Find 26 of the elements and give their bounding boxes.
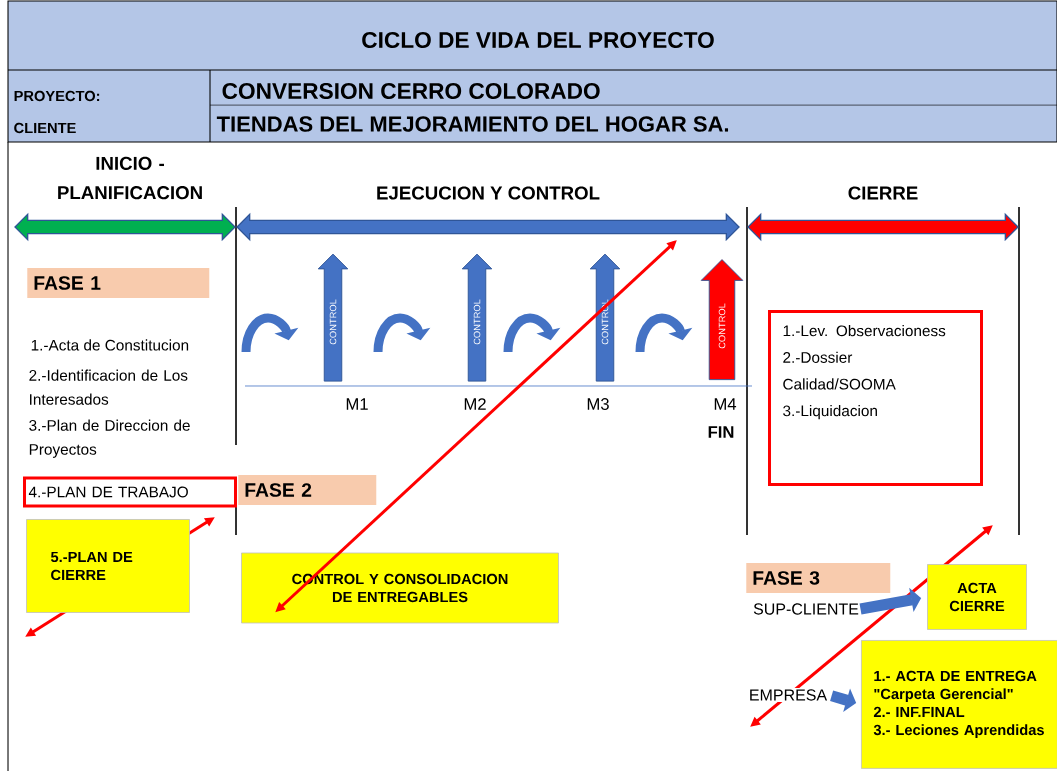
project-name: CONVERSION CERRO COLORADO	[222, 82, 600, 100]
stakeholder-text: SUP-CLIENTE	[753, 603, 859, 615]
end-label: FIN	[708, 426, 734, 438]
title: CICLO DE VIDA DEL PROYECTO	[362, 31, 714, 49]
client-name: TIENDAS DEL MEJORAMIENTO DEL HOGAR SA.	[216, 116, 729, 132]
milestone-label: M2	[464, 398, 486, 410]
deliverable-box: ACTA CIERRE	[927, 564, 1027, 630]
milestone-label: M3	[587, 398, 609, 410]
phase-heading: EJECUCION Y CONTROL	[377, 186, 600, 200]
row-label: PROYECTO:	[14, 90, 100, 102]
task-box: 4.-PLAN DE TRABAJO	[23, 476, 237, 508]
row-label: CLIENTE	[14, 122, 76, 134]
phase-band: FASE 1	[27, 268, 210, 298]
phase-band: FASE 2	[238, 475, 377, 505]
deliverable-box: 5.-PLAN DE CIERRE	[26, 519, 190, 613]
phase-band: FASE 3	[746, 563, 891, 593]
deliverable-box: 1.- ACTA DE ENTREGA "Carpeta Gerencial" 2.- INF.FINAL 3.- Leciones Aprendidas	[861, 640, 1057, 769]
stakeholder-text: EMPRESA	[747, 688, 829, 702]
milestone-label: M1	[346, 398, 368, 410]
phase-heading: INICIO - PLANIFICACION	[58, 156, 202, 200]
list-item: 2.-Identificacion de Los Interesados	[29, 369, 188, 405]
phase-heading: CIERRE	[848, 186, 918, 200]
milestone-label: M4	[714, 398, 737, 410]
list-item: 3.-Plan de Direccion de Proyectos	[29, 419, 190, 458]
list-box: 1.-Lev. Observacioness 2.-Dossier Calidad/SOOMA 3.-Liquidacion	[768, 310, 983, 486]
list-item: 1.-Acta de Constitucion	[31, 339, 189, 351]
